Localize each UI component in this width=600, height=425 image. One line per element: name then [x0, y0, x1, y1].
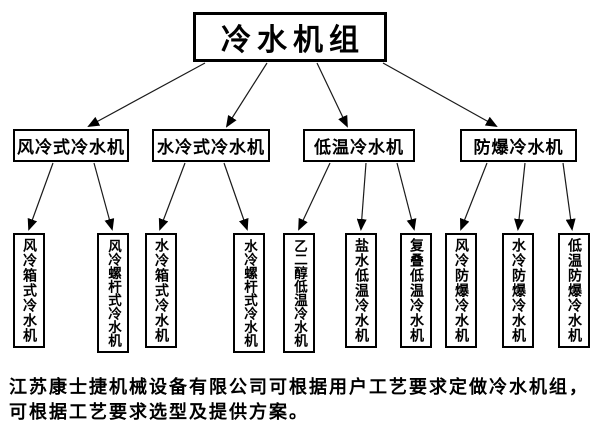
node-glycol-low-temp-chiller: 乙二醇低温冷水机	[283, 233, 315, 353]
node-low-temp-chiller: 低温冷水机	[303, 129, 415, 162]
node-water-cooled-chiller: 水冷式冷水机	[152, 129, 270, 162]
arrow-air-to-box-type	[27, 162, 54, 231]
arrow-lowtemp-to-glycol	[298, 162, 331, 231]
node-air-cooled-box-chiller: 风冷箱式冷水机	[13, 233, 45, 348]
arrow-root-to-low-temp	[316, 62, 348, 128]
node-water-cooled-box-chiller: 水冷箱式冷水机	[145, 233, 177, 348]
node-chiller-unit-root: 冷水机组	[193, 12, 387, 62]
node-cascade-low-temp-chiller: 复叠低温冷水机	[400, 233, 432, 348]
arrow-exproof-to-lowtemp	[562, 162, 576, 231]
arrow-root-to-water-cooled	[225, 62, 268, 128]
arrow-lowtemp-to-brine	[356, 162, 367, 231]
arrow-air-to-screw-type	[93, 162, 115, 231]
node-air-cooled-ex-proof-chiller: 风冷防爆冷水机	[445, 233, 477, 348]
arrow-exproof-to-water	[514, 162, 526, 231]
arrow-exproof-to-air	[460, 162, 488, 231]
footer-line-2: 可根据工艺要求选型及提供方案。	[9, 402, 309, 423]
arrow-lowtemp-to-cascade	[396, 162, 417, 231]
arrow-root-to-ex-proof	[382, 62, 498, 127]
node-ex-proof-chiller: 防爆冷水机	[460, 129, 577, 162]
node-air-cooled-screw-chiller: 风冷螺杆式冷水机	[97, 233, 129, 353]
arrow-water-to-screw-type	[223, 162, 249, 231]
footer-line-1: 江苏康士捷机械设备有限公司可根据用户工艺要求定做冷水机组，	[9, 377, 589, 398]
arrow-water-to-box-type	[158, 162, 186, 231]
node-low-temp-ex-proof-chiller: 低温防爆冷水机	[558, 233, 590, 348]
node-water-cooled-screw-chiller: 水冷螺杆式冷水机	[233, 233, 265, 353]
node-water-cooled-ex-proof-chiller: 水冷防爆冷水机	[502, 233, 534, 348]
arrow-root-to-air-cooled	[87, 62, 206, 127]
footer-note: 江苏康士捷机械设备有限公司可根据用户工艺要求定做冷水机组， 可根据工艺要求选型及…	[9, 375, 599, 425]
node-brine-low-temp-chiller: 盐水低温冷水机	[345, 233, 377, 348]
node-air-cooled-chiller: 风冷式冷水机	[13, 129, 129, 162]
